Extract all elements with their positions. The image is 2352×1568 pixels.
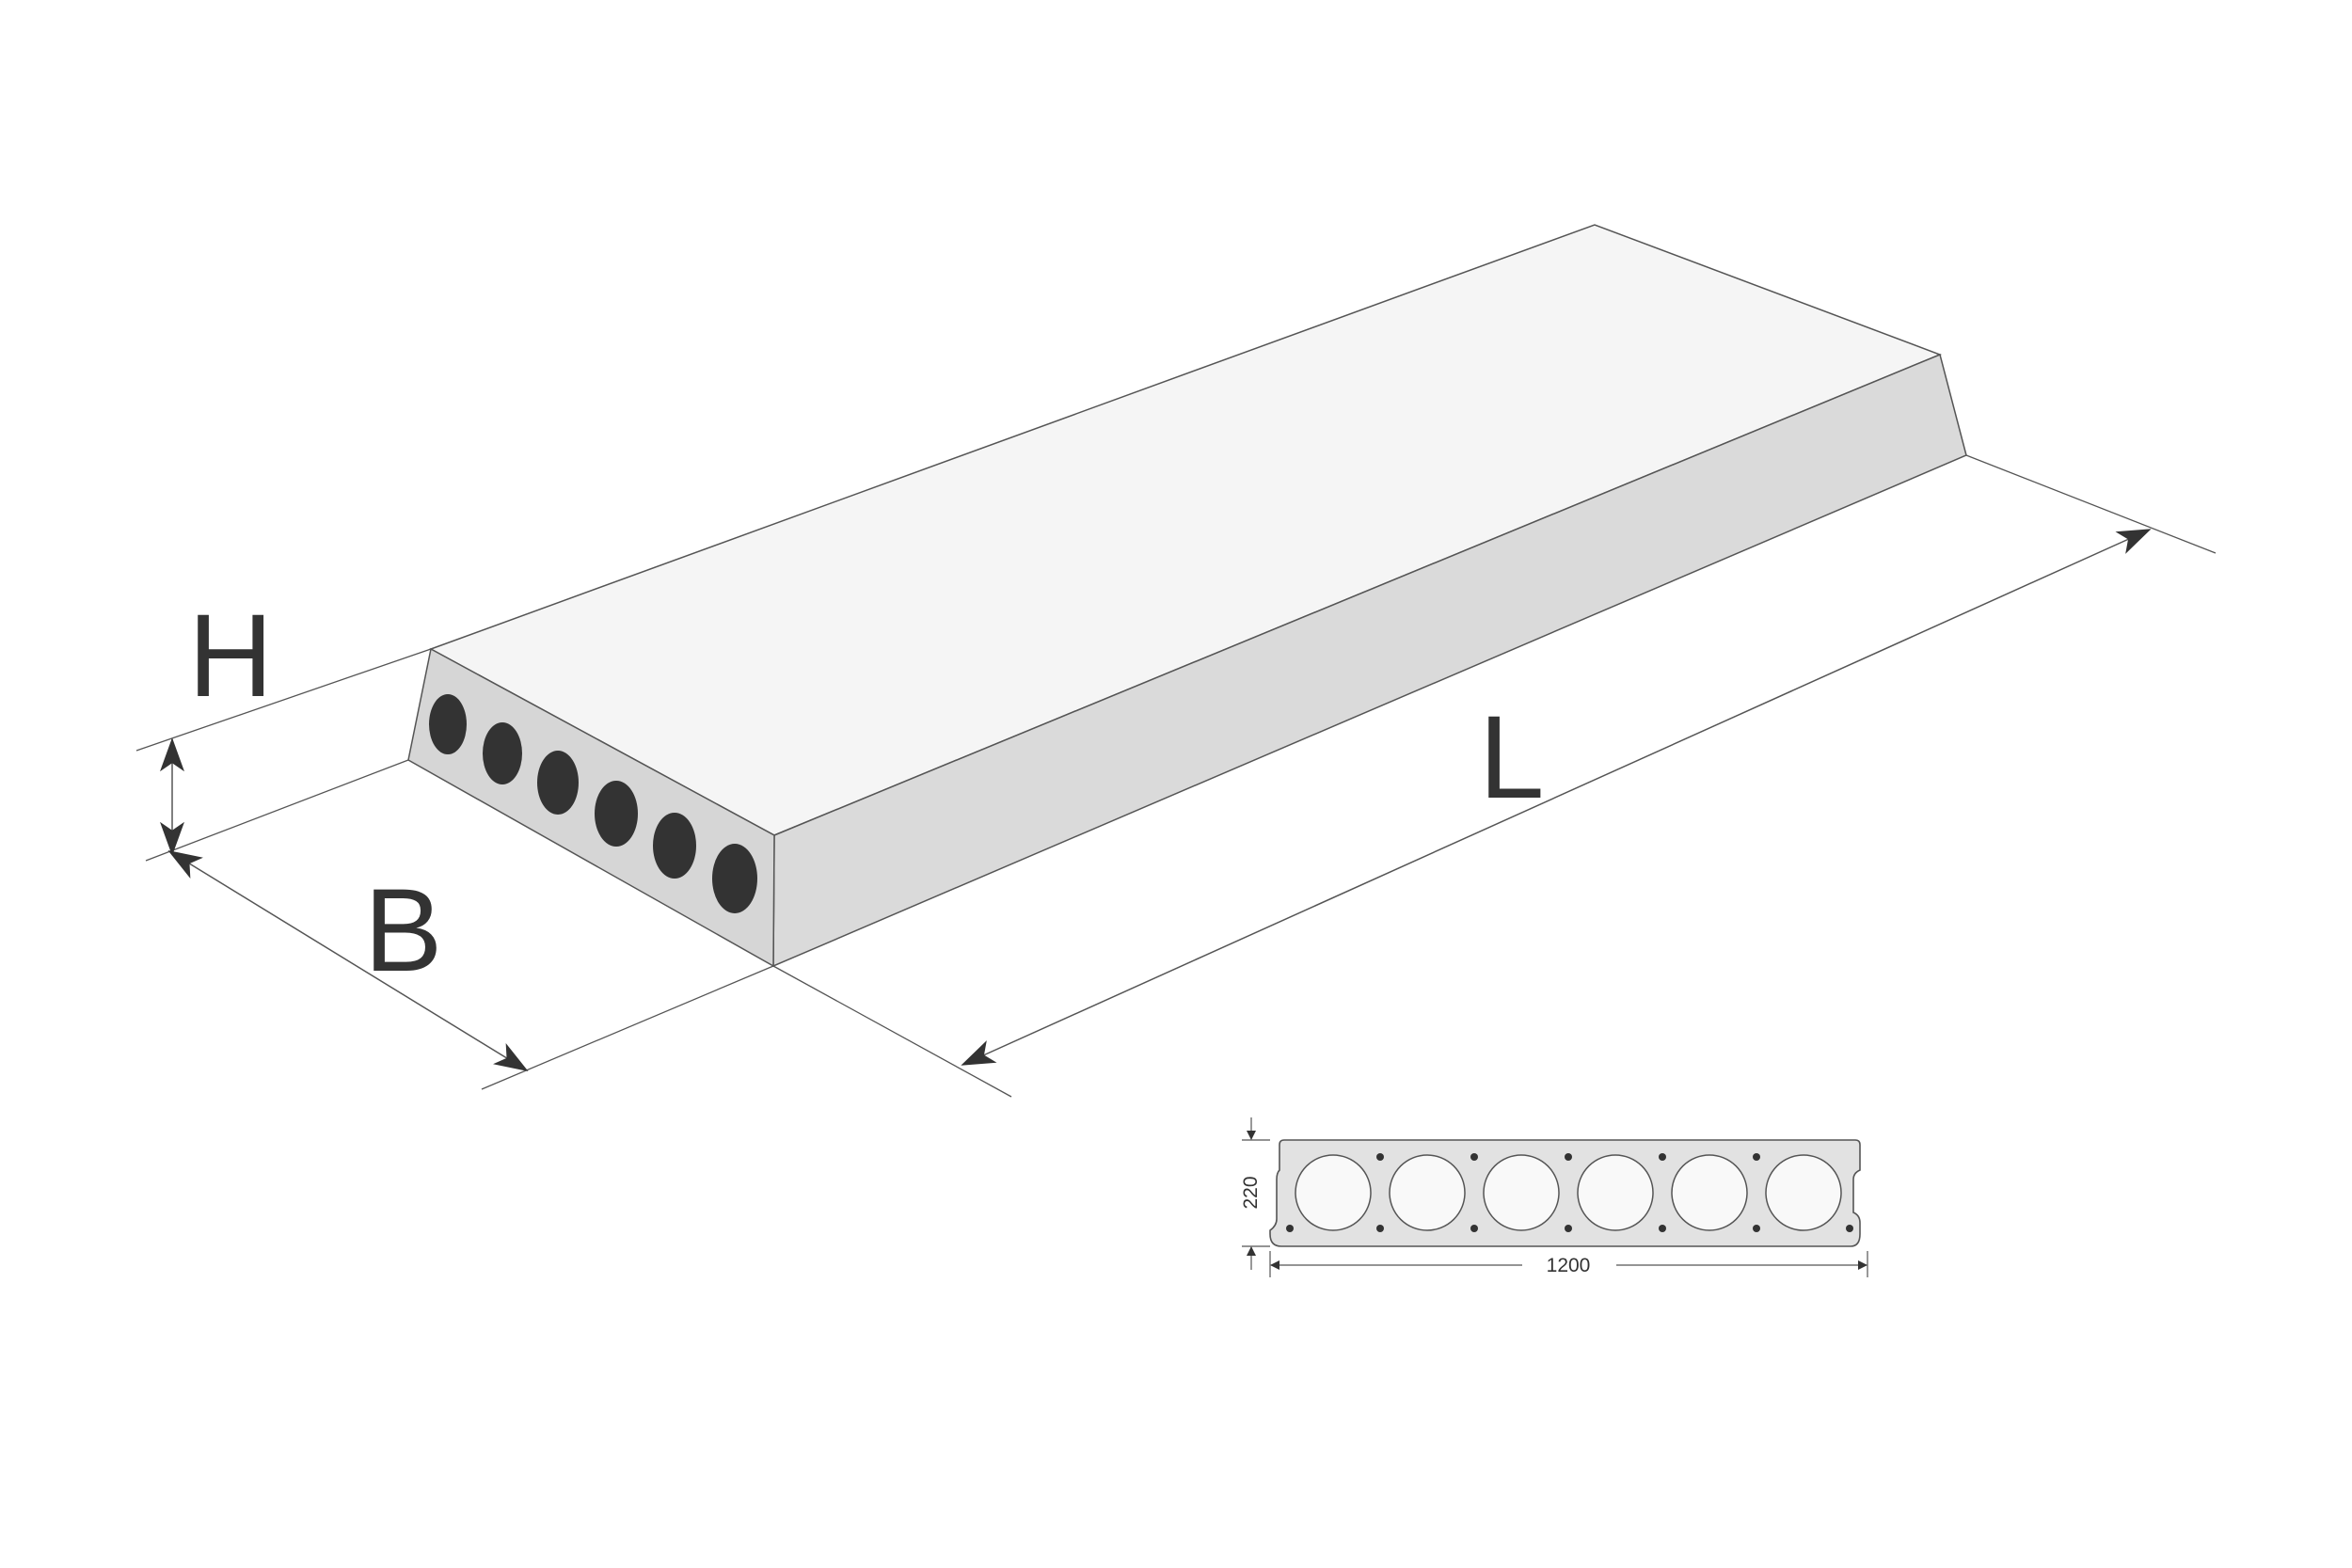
section-void-1 bbox=[1295, 1154, 1372, 1231]
rebar-bottom-4 bbox=[1565, 1225, 1572, 1232]
dimension-lines bbox=[160, 529, 2152, 1071]
void-1 bbox=[429, 694, 467, 754]
void-3 bbox=[537, 751, 579, 815]
section-void-5 bbox=[1671, 1154, 1748, 1231]
section-void-4 bbox=[1577, 1154, 1654, 1231]
rebar-top-1 bbox=[1376, 1153, 1384, 1161]
h-extension-bottom bbox=[145, 759, 409, 862]
section-rebar-dots bbox=[1286, 1153, 1853, 1232]
rebar-bottom-7 bbox=[1846, 1225, 1853, 1232]
section-height-dimension bbox=[1242, 1117, 1270, 1270]
section-void-6 bbox=[1765, 1154, 1842, 1231]
l-extension-near bbox=[772, 965, 1012, 1098]
rebar-top-4 bbox=[1659, 1153, 1666, 1161]
slab-voids bbox=[429, 694, 757, 913]
void-6 bbox=[712, 844, 757, 913]
cross-section: 220 1200 bbox=[1240, 1117, 1868, 1277]
length-dimension-line bbox=[961, 529, 2152, 1066]
void-5 bbox=[653, 813, 696, 879]
extension-lines bbox=[135, 454, 2217, 1098]
section-voids bbox=[1295, 1154, 1842, 1231]
rebar-bottom-5 bbox=[1659, 1225, 1666, 1232]
section-width-dimension bbox=[1269, 1251, 1868, 1277]
rebar-bottom-3 bbox=[1470, 1225, 1478, 1232]
rebar-top-5 bbox=[1753, 1153, 1760, 1161]
length-label: L bbox=[1479, 692, 1545, 823]
rebar-bottom-2 bbox=[1376, 1225, 1384, 1232]
rebar-top-2 bbox=[1470, 1153, 1478, 1161]
height-label: H bbox=[188, 591, 273, 721]
void-2 bbox=[483, 722, 522, 784]
rebar-top-3 bbox=[1565, 1153, 1572, 1161]
section-height-label: 220 bbox=[1240, 1176, 1262, 1209]
void-4 bbox=[595, 781, 638, 847]
width-label: B bbox=[364, 865, 442, 996]
slab-3d bbox=[407, 224, 1967, 968]
rebar-bottom-1 bbox=[1286, 1225, 1294, 1232]
l-extension-far bbox=[1965, 454, 2217, 554]
section-width-label: 1200 bbox=[1547, 1255, 1591, 1276]
section-void-2 bbox=[1389, 1154, 1466, 1231]
h-extension-top bbox=[135, 648, 432, 752]
width-dimension-line bbox=[167, 850, 529, 1071]
rebar-bottom-6 bbox=[1753, 1225, 1760, 1232]
section-void-3 bbox=[1483, 1154, 1560, 1231]
b-extension bbox=[481, 965, 774, 1090]
